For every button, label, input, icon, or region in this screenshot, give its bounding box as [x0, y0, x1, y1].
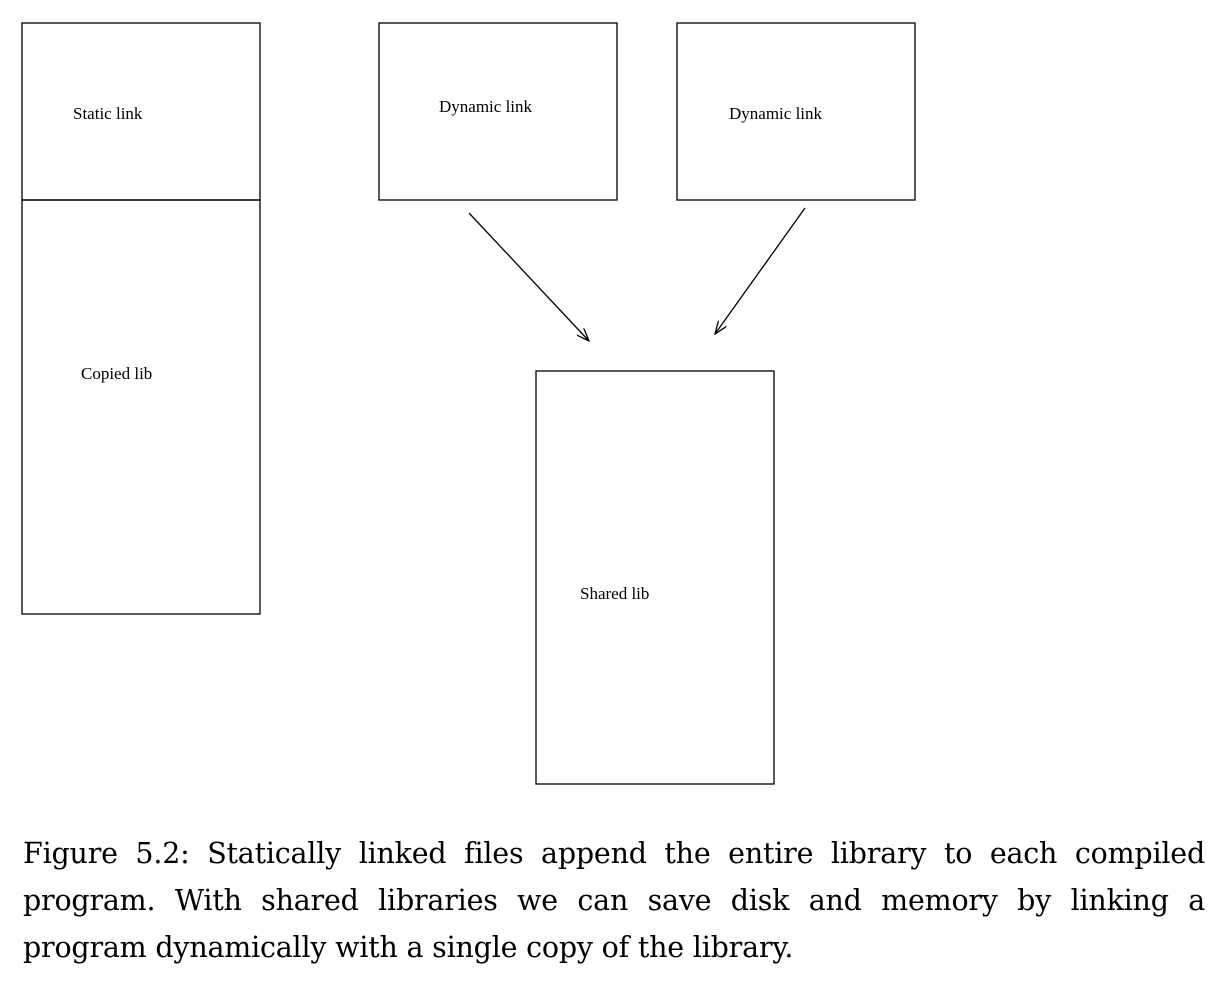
static-link-label: Static link [73, 104, 143, 123]
shared-lib-label: Shared lib [580, 584, 649, 603]
dynamic-program-box-2: Dynamic link [676, 22, 916, 201]
linking-diagram: Static link Copied lib Dynamic link Dyna… [21, 22, 916, 785]
dynamic-link-label-2: Dynamic link [729, 104, 823, 123]
dynamic-link-label-1: Dynamic link [439, 97, 533, 116]
copied-lib-section [21, 199, 261, 615]
dynamic-program-box-1: Dynamic link [378, 22, 618, 201]
figure-caption: Figure 5.2: Statically linked files appe… [23, 837, 1205, 964]
dynamic-link-box-2 [676, 22, 916, 201]
copied-lib-label: Copied lib [81, 364, 152, 383]
arrow-dynamic-1-to-shared [468, 212, 589, 341]
arrow-dynamic-2-to-shared [715, 207, 806, 334]
shared-lib-rect [535, 370, 775, 785]
static-program-box: Static link Copied lib [21, 22, 261, 615]
shared-lib-box: Shared lib [535, 370, 775, 785]
dynamic-link-box-1 [378, 22, 618, 201]
